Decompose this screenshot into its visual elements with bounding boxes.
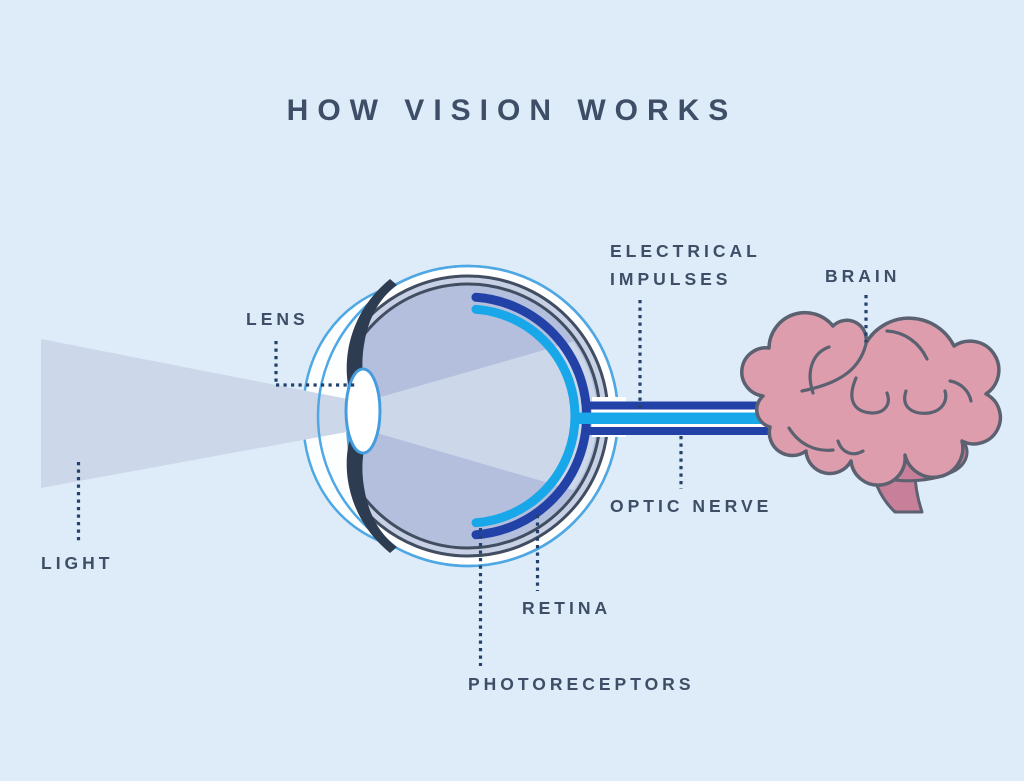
brain-cortex	[740, 310, 1003, 487]
lens-shape	[344, 367, 382, 455]
label-light: LIGHT	[41, 553, 114, 573]
label-electrical-impulses-line2: IMPULSES	[610, 269, 732, 289]
nerve-band-bottom	[587, 427, 772, 435]
page-title: HOW VISION WORKS	[286, 94, 738, 127]
label-optic-nerve: OPTIC NERVE	[610, 496, 773, 516]
eye-diagram	[41, 264, 620, 568]
brain-illustration	[740, 310, 1003, 514]
label-lens: LENS	[246, 309, 309, 329]
nerve-band-top	[587, 401, 772, 410]
label-electrical-impulses: ELECTRICAL IMPULSES	[610, 237, 761, 293]
label-brain: BRAIN	[825, 266, 901, 286]
light-beam-incoming	[41, 339, 363, 488]
iris-lower	[346, 427, 397, 553]
label-photoreceptors: PHOTORECEPTORS	[468, 674, 695, 694]
label-retina: RETINA	[522, 598, 612, 618]
light-beam	[41, 330, 597, 502]
nerve-core-cyan	[574, 412, 772, 424]
light-beam-inside-eye	[363, 330, 597, 502]
optic-nerve	[574, 397, 772, 437]
brain-gyri	[787, 329, 973, 456]
leader-lines	[76, 295, 868, 666]
label-electrical-impulses-line1: ELECTRICAL	[610, 241, 761, 261]
